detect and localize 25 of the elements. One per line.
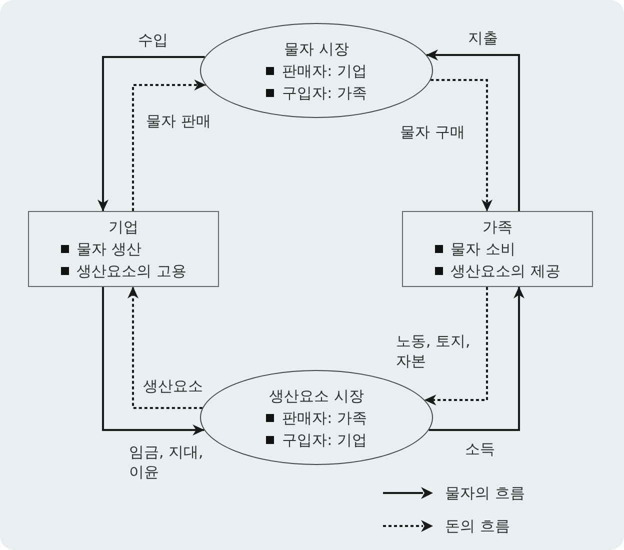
list-item: 물자 생산 <box>76 239 142 260</box>
dotted-arrow <box>430 79 492 212</box>
node-title: 생산요소 시장 <box>269 386 364 406</box>
legend-label: 물자의 흐름 <box>445 483 525 504</box>
dotted-arrow <box>128 286 202 409</box>
sector-box <box>402 211 593 287</box>
sector-box <box>28 211 219 287</box>
arrow <box>98 56 205 212</box>
list-item: 구입자: 가족 <box>282 82 367 104</box>
arrow <box>102 287 205 436</box>
dotted-arrow <box>132 80 206 211</box>
list-item: 생산요소의 제공 <box>450 261 560 282</box>
list-item: 구입자: 기업 <box>282 430 367 450</box>
arrow <box>428 286 524 431</box>
node-title: 가족 <box>482 217 512 238</box>
node-title: 물자 시장 <box>284 38 349 60</box>
edge-label: 지출 <box>466 28 500 48</box>
node-title: 기업 <box>108 217 138 238</box>
arrow <box>426 50 520 211</box>
list-item: 판매자: 가족 <box>282 408 367 428</box>
legend-label: 돈의 흐름 <box>445 516 510 537</box>
list-item: 물자 소비 <box>450 239 516 260</box>
dotted-arrow <box>424 287 488 406</box>
list-item: 판매자: 기업 <box>282 60 367 82</box>
list-item: 생산요소의 고용 <box>76 261 186 282</box>
